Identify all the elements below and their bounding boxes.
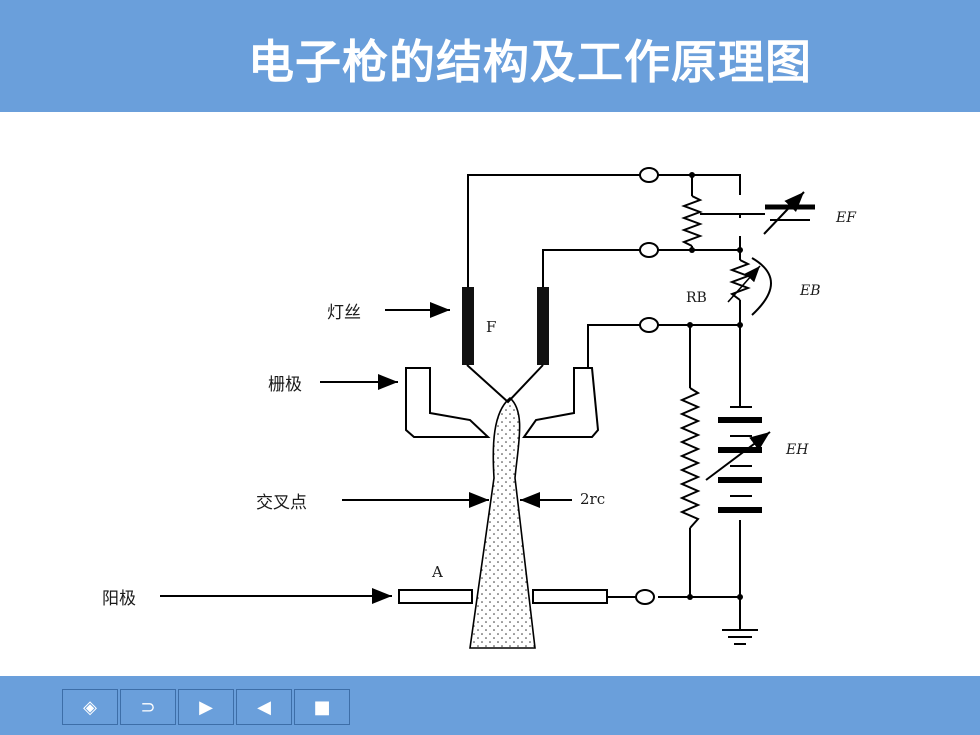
- label-A: A: [432, 563, 443, 581]
- electron-gun-diagram: [160, 167, 815, 649]
- label-filament: 灯丝: [327, 303, 361, 323]
- anode-left: [398, 589, 473, 604]
- page-title: 电子枪的结构及工作原理图: [248, 35, 812, 89]
- terminal-4: [635, 589, 655, 605]
- diamond-icon[interactable]: ◈: [62, 689, 118, 725]
- back-icon[interactable]: ◀: [236, 689, 292, 725]
- eb-arc: [751, 257, 772, 316]
- label-grid: 栅极: [268, 375, 302, 395]
- title-bar: 电子枪的结构及工作原理图: [0, 0, 980, 112]
- eh-battery: [705, 385, 771, 513]
- slide-nav: ◈ ⊃ ▶ ◀ ■: [62, 689, 352, 725]
- divider-resistor: [679, 387, 701, 529]
- terminal-1: [639, 167, 659, 183]
- label-RB: RB: [686, 290, 707, 306]
- terminal-2: [639, 242, 659, 258]
- grid-right: [522, 367, 600, 438]
- stop-icon[interactable]: ■: [294, 689, 350, 725]
- grid-left: [405, 367, 491, 438]
- rb-resistor: [729, 259, 751, 301]
- filament-resistor: [681, 195, 703, 247]
- label-F: F: [486, 318, 497, 336]
- ground-icon: [722, 629, 758, 645]
- electron-beam: [469, 396, 536, 649]
- label-EB: EB: [800, 283, 821, 299]
- label-anode: 阳极: [102, 589, 136, 609]
- label-EF: EF: [836, 210, 856, 226]
- label-EH: EH: [786, 442, 809, 458]
- play-icon[interactable]: ▶: [178, 689, 234, 725]
- filament-tip: [466, 364, 544, 404]
- ef-battery: [740, 191, 815, 235]
- filament-right: [537, 287, 549, 365]
- terminal-3: [639, 317, 659, 333]
- label-rc: 2rc: [580, 490, 606, 508]
- filament-left: [462, 287, 474, 365]
- return-icon[interactable]: ⊃: [120, 689, 176, 725]
- anode-right: [532, 589, 608, 604]
- label-crossover: 交叉点: [256, 493, 307, 513]
